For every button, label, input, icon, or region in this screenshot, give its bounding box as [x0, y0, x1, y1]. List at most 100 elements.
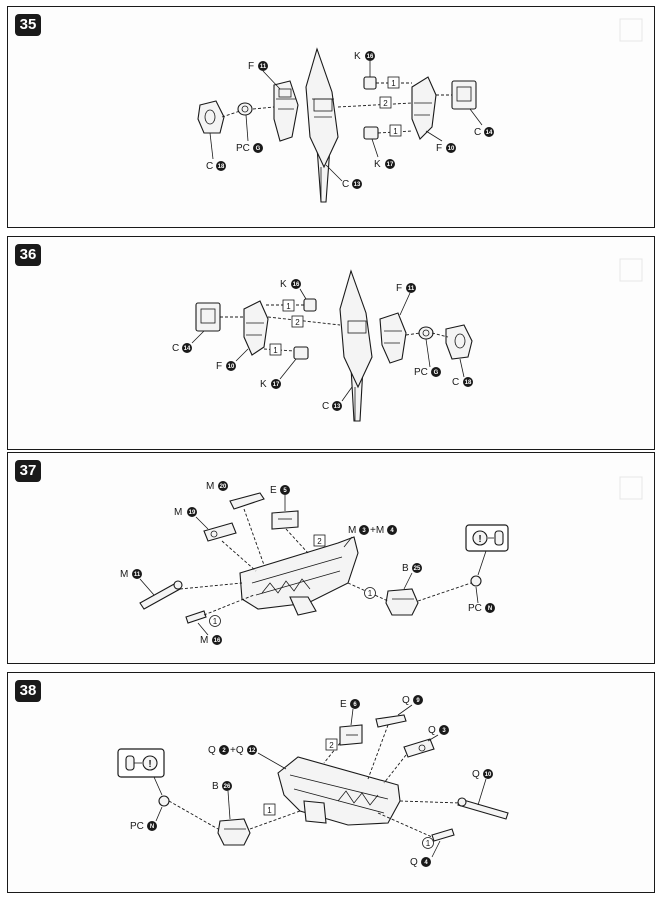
- callout-k16: K 16: [280, 279, 307, 300]
- svg-text:20: 20: [220, 484, 227, 490]
- svg-text:Q: Q: [402, 695, 410, 706]
- svg-text:1: 1: [267, 806, 272, 815]
- svg-text:1: 1: [391, 79, 396, 88]
- svg-text:C: C: [172, 343, 179, 354]
- part-m11: [139, 580, 183, 610]
- svg-text:PC: PC: [130, 821, 144, 832]
- svg-text:13: 13: [334, 404, 341, 410]
- part-pc-g: [418, 326, 434, 340]
- part-c18: [445, 324, 473, 360]
- callout-m3-m4: M 3 +M 4: [343, 525, 397, 548]
- part-c13-blade: [339, 269, 373, 422]
- svg-text:PC: PC: [236, 143, 250, 154]
- svg-text:1: 1: [368, 589, 373, 598]
- step-38-diagram: ! 2 1 1 E 6 Q: [117, 695, 509, 868]
- callout-q9: Q 9: [397, 695, 423, 716]
- svg-text:C: C: [206, 161, 213, 172]
- svg-text:2: 2: [329, 741, 334, 750]
- svg-text:1: 1: [393, 127, 398, 136]
- part-m19: [203, 522, 237, 542]
- svg-text:!: !: [478, 534, 481, 545]
- svg-text:K: K: [354, 51, 361, 62]
- callout-m20: M 20: [206, 481, 228, 492]
- callout-e6: E 6: [340, 699, 360, 726]
- part-k16: [363, 76, 377, 90]
- svg-text:19: 19: [189, 510, 196, 516]
- callout-pc-g: PC G: [236, 114, 263, 154]
- callout-k17: K 17: [371, 138, 395, 170]
- callout-c13: C 13: [325, 164, 362, 190]
- part-pc-g: [237, 102, 253, 116]
- callout-f10: F 10: [216, 348, 249, 372]
- svg-text:4: 4: [390, 528, 394, 534]
- svg-text:2: 2: [295, 318, 300, 327]
- svg-text:M: M: [200, 635, 208, 646]
- svg-text:5: 5: [283, 488, 287, 494]
- svg-text:26: 26: [224, 784, 231, 790]
- svg-text:Q: Q: [410, 857, 418, 868]
- svg-text:F: F: [396, 283, 402, 294]
- svg-text:F: F: [436, 143, 442, 154]
- callout-f11: F 11: [396, 283, 416, 316]
- part-e6: [339, 724, 363, 746]
- svg-text:4: 4: [424, 860, 428, 866]
- svg-text:10: 10: [485, 772, 492, 778]
- svg-text:16: 16: [293, 282, 300, 288]
- svg-text:1: 1: [426, 839, 431, 848]
- svg-text:K: K: [280, 279, 287, 290]
- step-35-diagram: 1 2 1 F 11 K 16 PC G C: [197, 18, 643, 203]
- callout-c14: C 14: [469, 108, 494, 138]
- order-marker: 1: [422, 837, 434, 849]
- callout-k16: K 16: [354, 51, 375, 77]
- svg-text:Q: Q: [428, 725, 436, 736]
- order-marker: 2: [291, 315, 304, 328]
- callout-m16: M 16: [197, 622, 222, 646]
- svg-text:14: 14: [184, 346, 191, 352]
- order-marker: 1: [364, 587, 376, 599]
- svg-text:Q: Q: [208, 745, 216, 756]
- callout-c13: C 13: [322, 386, 353, 412]
- svg-text:3: 3: [442, 728, 446, 734]
- svg-text:11: 11: [408, 286, 415, 292]
- svg-text:13: 13: [354, 182, 361, 188]
- part-pc-n: [470, 575, 482, 587]
- part-k17: [293, 346, 309, 360]
- svg-text:2: 2: [222, 748, 226, 754]
- order-marker: 1: [263, 803, 276, 816]
- callout-e5: E 5: [270, 485, 290, 511]
- svg-text:17: 17: [387, 162, 394, 168]
- svg-text:F: F: [248, 61, 254, 72]
- callout-pc-g: PC G: [414, 338, 441, 378]
- order-marker: 2: [379, 96, 392, 109]
- svg-text:!: !: [148, 759, 151, 770]
- part-q3: [403, 738, 435, 758]
- order-marker: 2: [325, 738, 338, 751]
- order-marker: 1: [387, 76, 400, 89]
- svg-text:C: C: [342, 179, 349, 190]
- svg-text:PC: PC: [468, 603, 482, 614]
- svg-text:M: M: [120, 569, 128, 580]
- part-m20: [229, 492, 265, 510]
- svg-text:16: 16: [367, 54, 374, 60]
- order-marker: 1: [389, 124, 402, 137]
- callout-pc-n: PC N: [468, 586, 495, 614]
- callout-f10: F 10: [425, 130, 456, 154]
- svg-text:1: 1: [273, 346, 278, 355]
- step-36-panel: 36: [7, 236, 655, 450]
- order-marker: 1: [209, 615, 221, 627]
- part-b26: [217, 818, 251, 846]
- svg-text:1: 1: [286, 302, 291, 311]
- svg-text:N: N: [150, 824, 154, 830]
- bleed-mark: [619, 18, 643, 42]
- part-k16: [303, 298, 317, 312]
- part-f10-guard: [243, 300, 269, 356]
- svg-text:6: 6: [353, 702, 357, 708]
- svg-text:11: 11: [260, 64, 267, 70]
- step-number: 36: [15, 244, 41, 266]
- part-q10: [457, 797, 509, 820]
- order-marker: 1: [269, 343, 282, 356]
- warning-polycap-icon: !: [117, 748, 165, 796]
- step-number: 38: [15, 680, 41, 702]
- part-c14: [195, 302, 221, 332]
- part-f11-guard: [273, 80, 299, 142]
